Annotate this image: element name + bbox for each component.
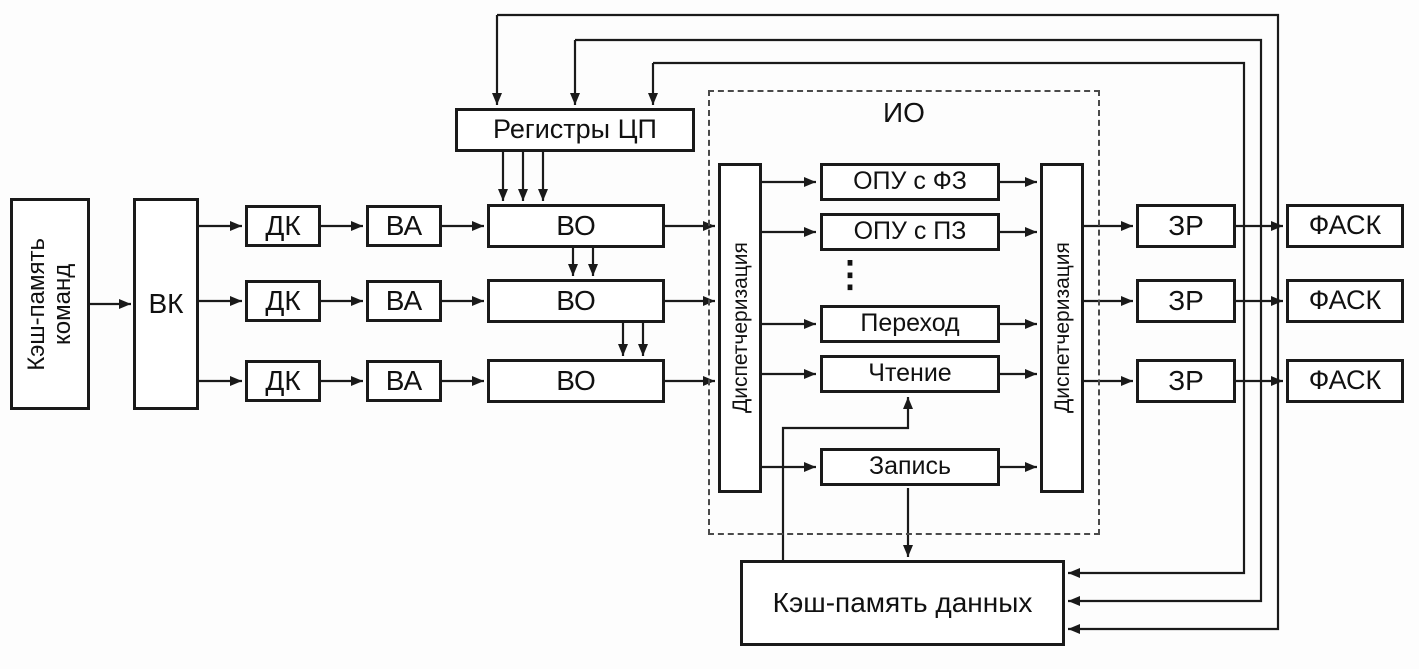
instruction-cache-label-line1: Кэш-память [22, 237, 50, 371]
block-fask-1: ФАСК [1286, 204, 1404, 248]
block-write: Запись [820, 448, 1000, 486]
block-vo-2: ВО [487, 279, 665, 323]
block-opu-pz: ОПУ с ПЗ [820, 213, 1000, 251]
block-zr-3: ЗР [1136, 359, 1236, 403]
block-va-1: ВА [366, 205, 442, 247]
instruction-cache-label-line2: команд [49, 263, 76, 345]
block-fask-3: ФАСК [1286, 359, 1404, 403]
wire-feedback2-datacache [575, 38, 1263, 606]
block-vo-1: ВО [487, 204, 665, 248]
block-instruction-cache-label: Кэш-память команд [22, 237, 77, 371]
wire-feedback3-datacache [653, 61, 1246, 578]
block-dispatch-right: Диспетчеризация [1040, 163, 1084, 493]
io-group-label: ИО [883, 97, 925, 128]
block-vk-fetch: ВК [133, 198, 199, 410]
wire-datacache-read [781, 397, 913, 560]
block-dispatch-right-label: Диспетчеризация [1050, 242, 1074, 414]
block-vo-3: ВО [487, 359, 665, 403]
wires [90, 13, 1283, 634]
block-dk-1: ДК [245, 205, 321, 247]
block-zr-1: ЗР [1136, 204, 1236, 248]
block-instruction-cache: Кэш-память команд [10, 198, 90, 410]
block-branch: Переход [820, 305, 1000, 343]
io-group-frame [708, 90, 1100, 535]
block-cpu-registers: Регистры ЦП [455, 108, 695, 152]
block-va-3: ВА [366, 360, 442, 402]
block-dispatch-left-label: Диспетчеризация [728, 242, 752, 414]
more-units-ellipsis: ⋮ [832, 253, 868, 294]
block-dk-2: ДК [245, 280, 321, 322]
block-dk-3: ДК [245, 360, 321, 402]
block-va-2: ВА [366, 280, 442, 322]
block-read: Чтение [820, 355, 1000, 393]
block-dispatch-left: Диспетчеризация [718, 163, 762, 493]
block-data-cache: Кэш-память данных [740, 560, 1065, 646]
block-opu-fz: ОПУ с ФЗ [820, 163, 1000, 201]
wire-feedback1-datacache [497, 13, 1280, 634]
block-zr-2: ЗР [1136, 279, 1236, 323]
block-fask-2: ФАСК [1286, 279, 1404, 323]
